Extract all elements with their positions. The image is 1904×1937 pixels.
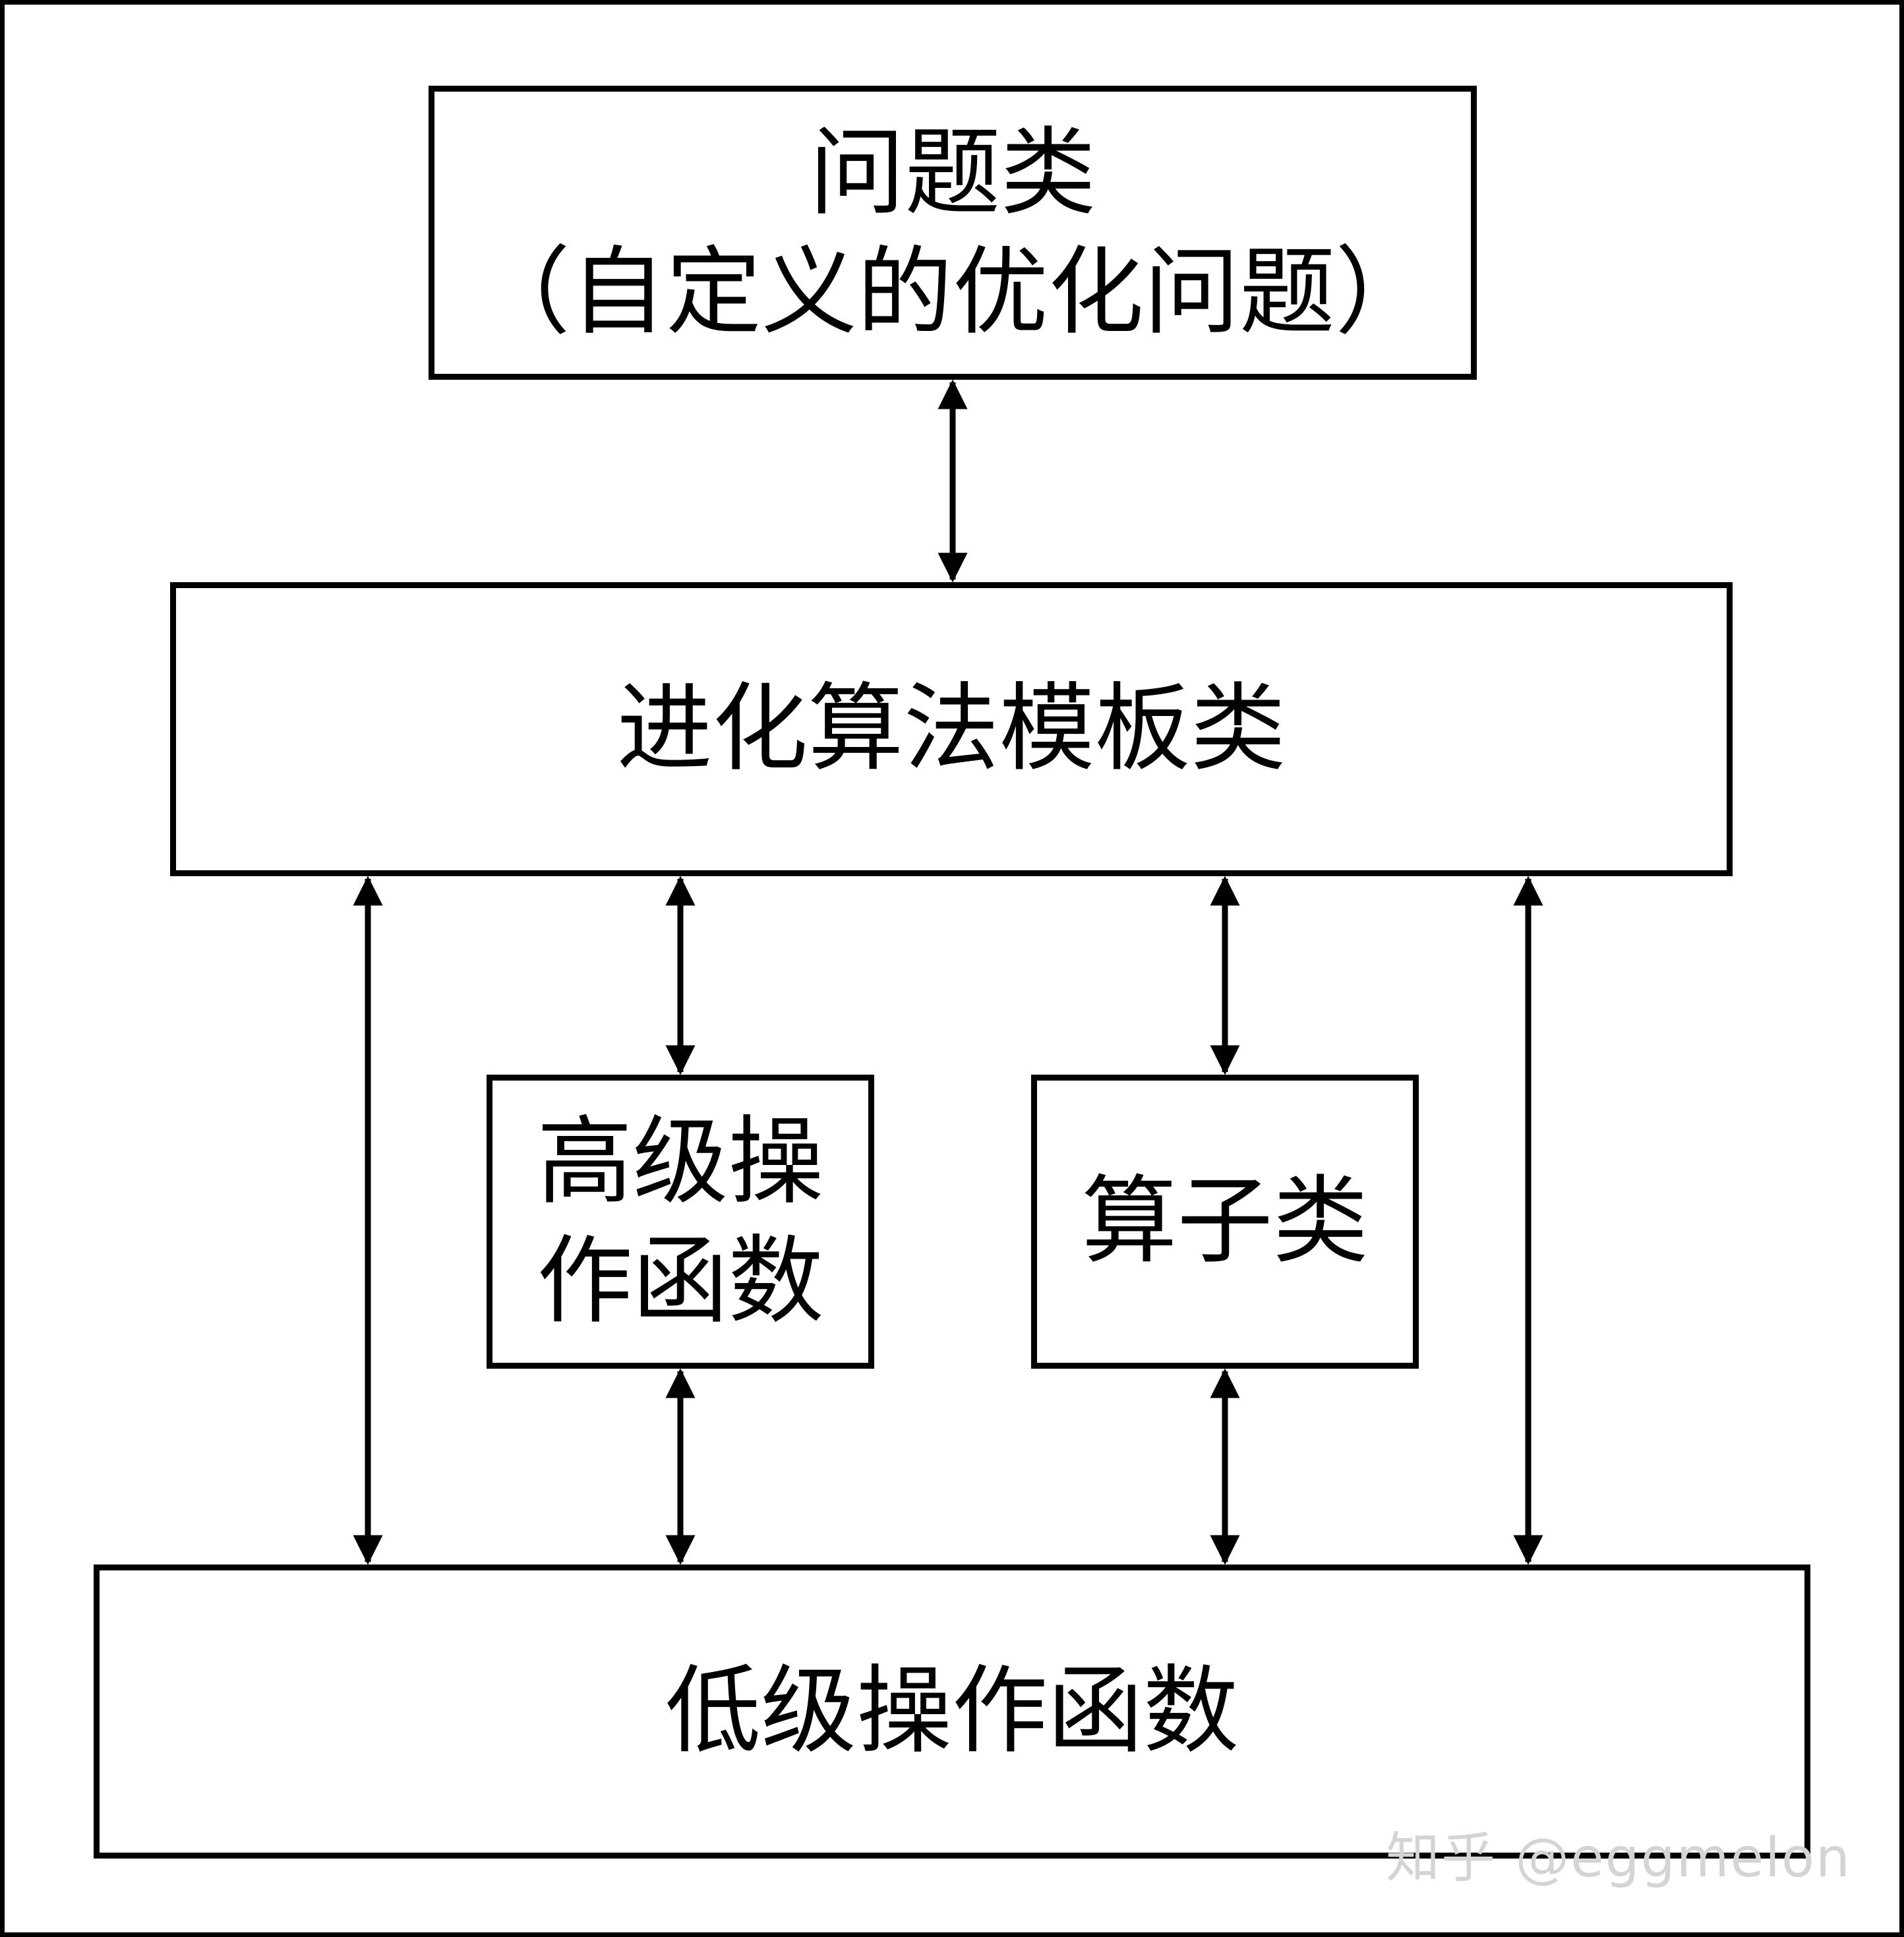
operator-class-label: 算子类 (1081, 1166, 1369, 1278)
low-level-function-box: 低级操作函数 (94, 1564, 1810, 1859)
high-level-function-box: 高级操 作函数 (487, 1075, 874, 1369)
problem-class-subtitle: （自定义的优化问题） (475, 237, 1431, 348)
problem-class-box: 问题类 （自定义的优化问题） (429, 86, 1477, 380)
high-level-function-line1: 高级操 (537, 1106, 824, 1218)
zhihu-watermark: 知乎 @eggmelon (1386, 1827, 1851, 1890)
ea-template-class-label: 进化算法模板类 (616, 673, 1286, 785)
operator-class-box: 算子类 (1031, 1075, 1419, 1369)
low-level-function-label: 低级操作函数 (665, 1655, 1239, 1768)
problem-class-title: 问题类 (809, 117, 1096, 229)
ea-template-class-box: 进化算法模板类 (170, 582, 1733, 876)
high-level-function-line2: 作函数 (537, 1226, 824, 1337)
